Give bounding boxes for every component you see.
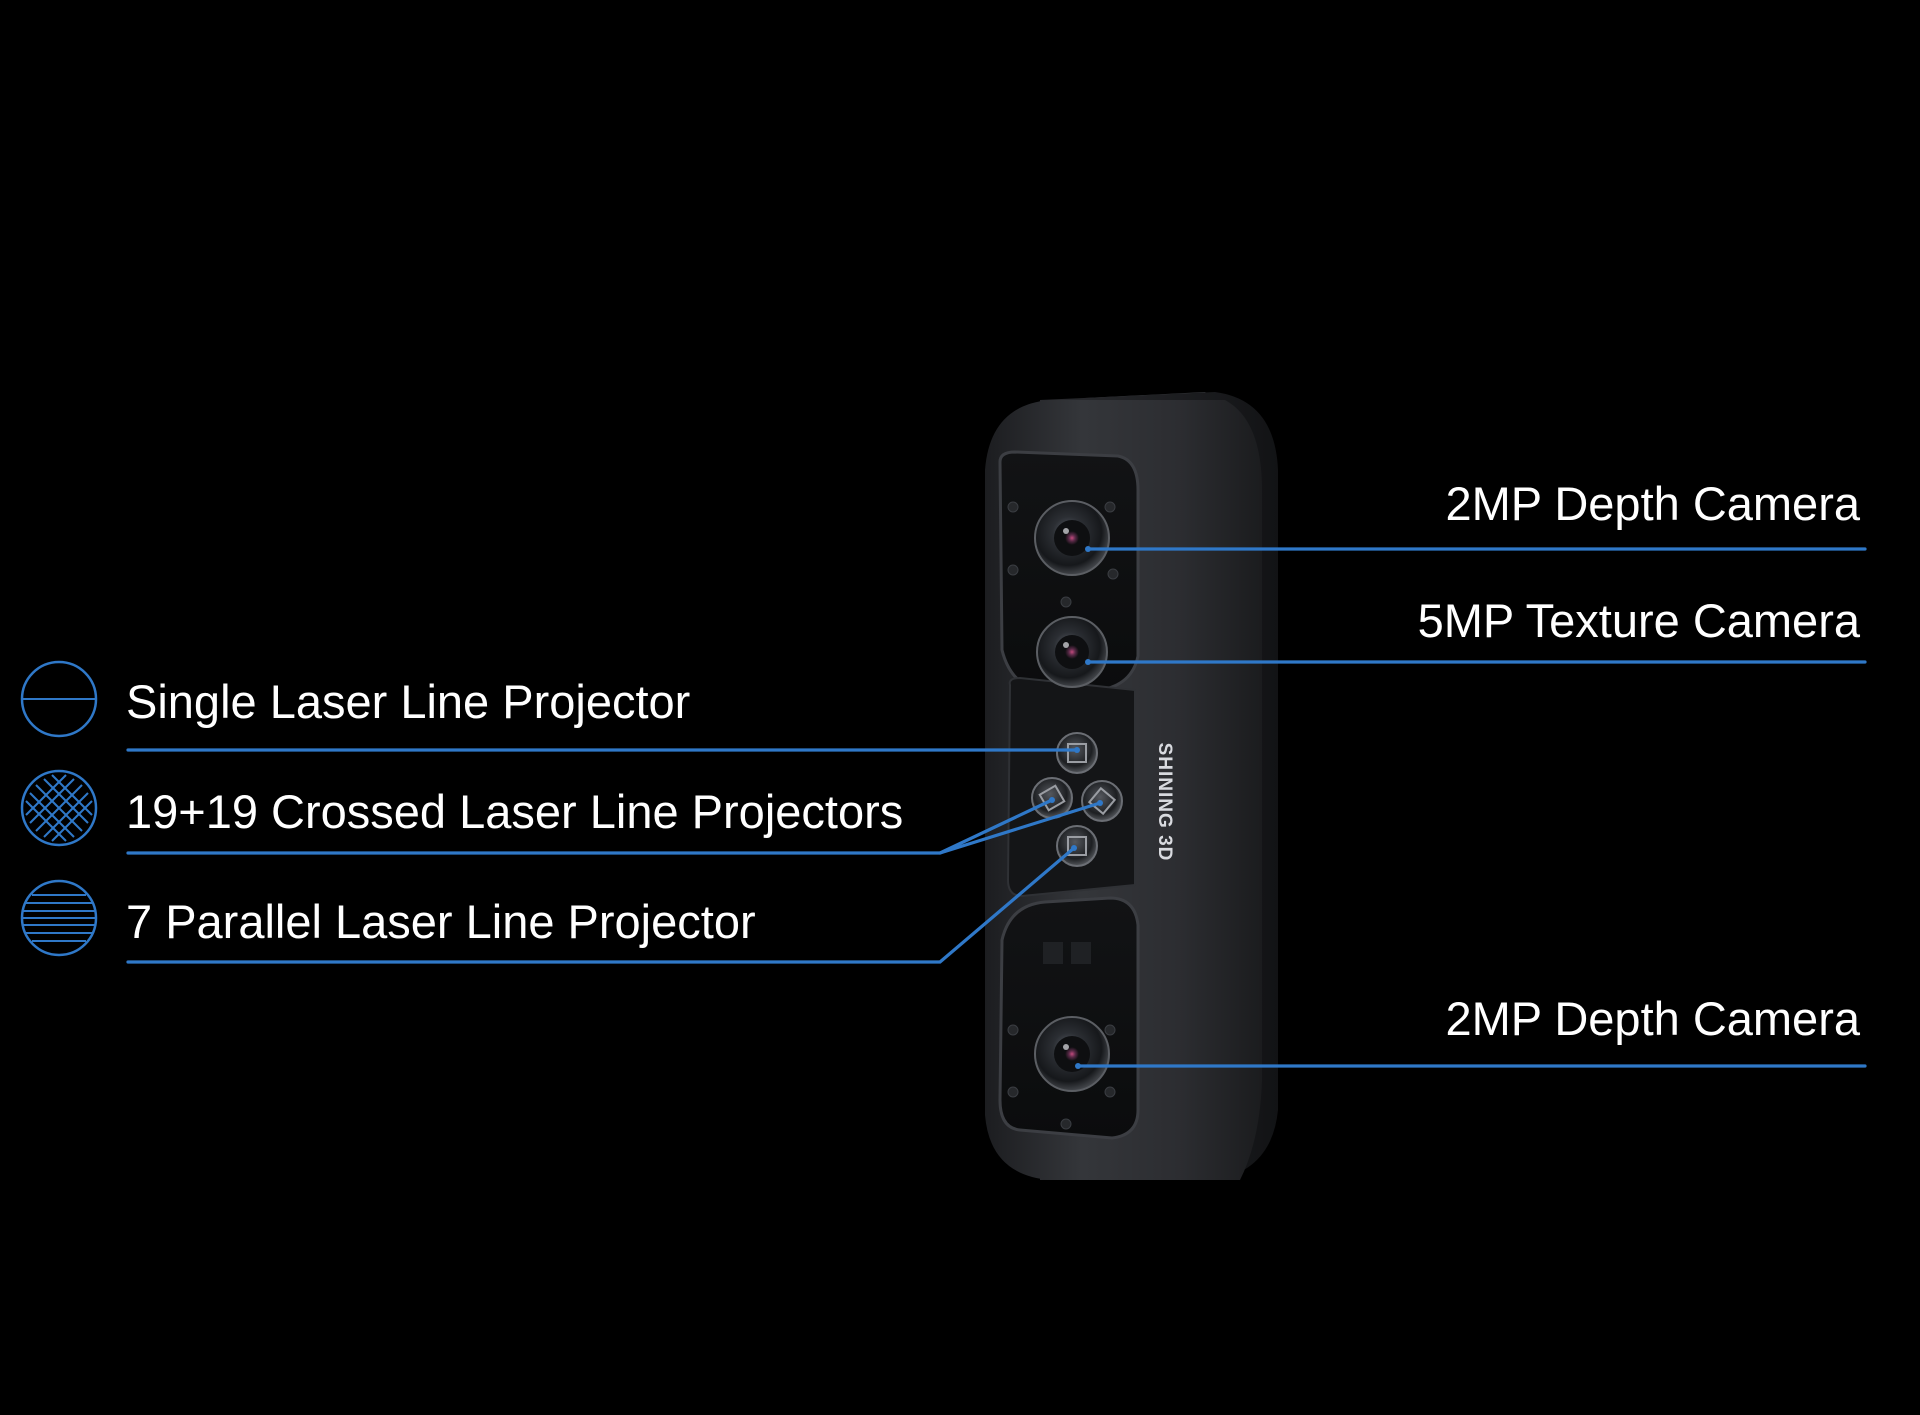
callout-label: 2MP Depth Camera	[1446, 477, 1861, 530]
callout-label: Single Laser Line Projector	[126, 675, 690, 728]
callout-label: 5MP Texture Camera	[1418, 594, 1861, 647]
callout-texture-camera: 5MP Texture Camera	[1085, 594, 1867, 665]
callout-label: 7 Parallel Laser Line Projector	[126, 895, 756, 948]
callout-bottom-depth-camera: 2MP Depth Camera	[1075, 992, 1867, 1069]
top-depth-camera-lens	[1034, 500, 1110, 576]
leader-line-secondary	[938, 801, 1102, 855]
projector-panel	[1006, 676, 1136, 898]
left-callouts: Single Laser Line Projector 19+19 Crosse…	[20, 660, 1103, 964]
scanner-device: SHINING 3D	[985, 392, 1278, 1180]
bottom-depth-camera-lens	[1034, 1016, 1110, 1092]
right-callouts: 2MP Depth Camera 5MP Texture Camera 2MP …	[1075, 477, 1867, 1069]
callout-parallel-laser: 7 Parallel Laser Line Projector	[20, 845, 1077, 964]
single-line-icon	[20, 660, 98, 738]
led-dots	[1007, 501, 1119, 1130]
parallel-lines-icon	[20, 879, 98, 957]
callout-single-laser: Single Laser Line Projector	[20, 660, 1080, 753]
callout-label: 19+19 Crossed Laser Line Projectors	[126, 785, 903, 838]
leader-line	[126, 846, 1076, 964]
callout-crossed-laser: 19+19 Crossed Laser Line Projectors	[20, 769, 1103, 855]
crossed-lines-icon	[20, 769, 98, 847]
callout-label: 2MP Depth Camera	[1446, 992, 1861, 1045]
texture-camera-lens	[1036, 616, 1108, 688]
parallel-laser-projector	[1056, 825, 1098, 867]
callout-top-depth-camera: 2MP Depth Camera	[1085, 477, 1867, 552]
brand-text: SHINING 3D	[1154, 743, 1175, 862]
